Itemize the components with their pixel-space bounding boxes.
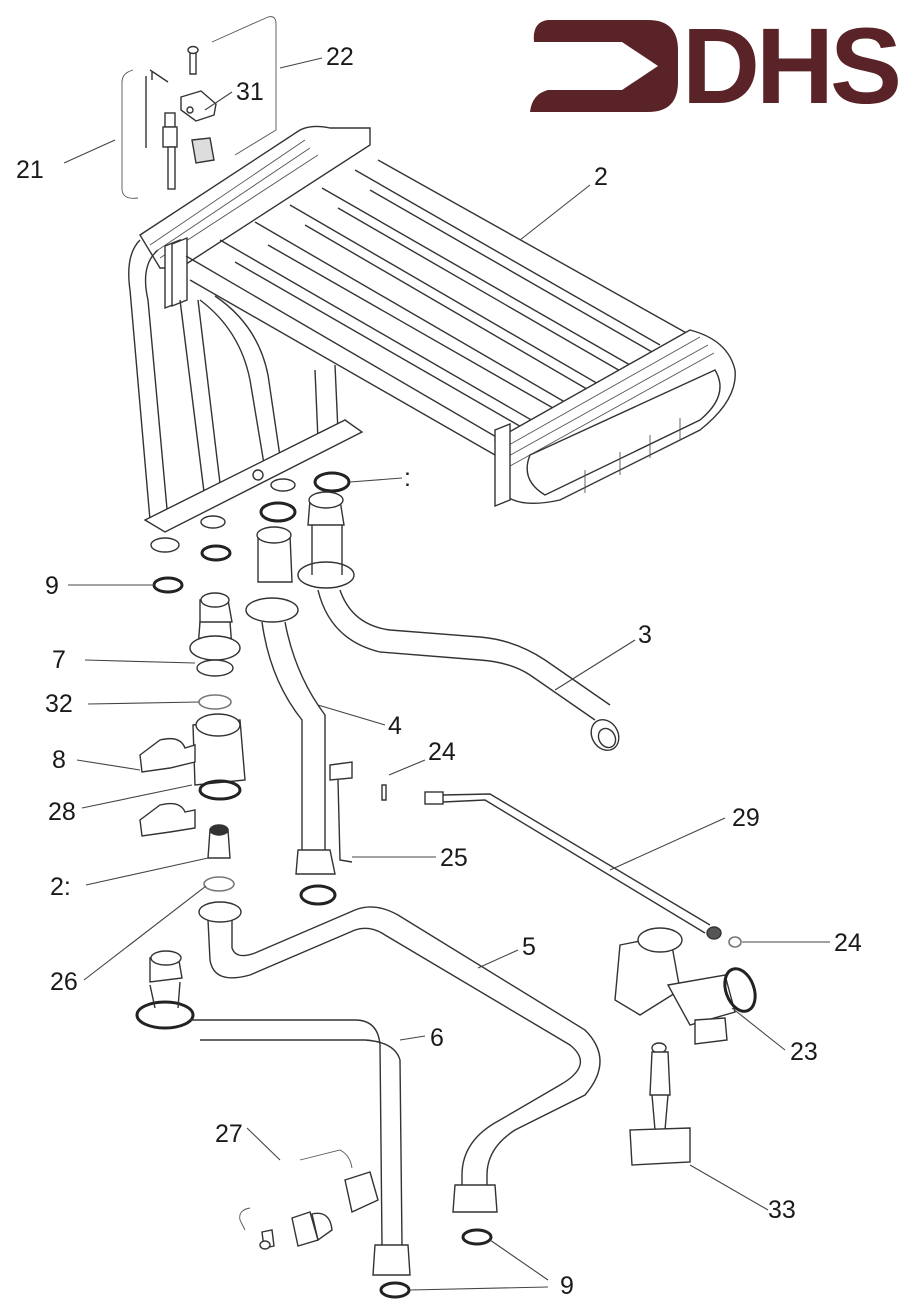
leader-5 — [477, 949, 519, 969]
callout-4: 4 — [388, 712, 402, 740]
brand-name: DHS — [682, 5, 902, 126]
leader-24a — [388, 759, 426, 776]
leader-lines — [63, 57, 830, 1291]
pipe-29 — [381, 784, 742, 948]
washer-icon — [461, 1228, 493, 1246]
callout-31: 31 — [236, 78, 264, 106]
callout-24-lower: 24 — [834, 929, 862, 957]
fixing-bracket-icon — [191, 137, 215, 164]
callout-28: 28 — [48, 798, 76, 826]
callout-9-lower: 9 — [560, 1272, 574, 1300]
leader-29 — [609, 817, 726, 871]
leader-9b — [409, 1239, 549, 1291]
callout-colon-top: : — [404, 464, 411, 492]
washer-icon — [200, 544, 232, 562]
washer-icon — [313, 471, 351, 493]
pipe-5 — [198, 901, 601, 1246]
washer-icon — [728, 936, 742, 948]
pipe-6 — [135, 950, 411, 1299]
pin-icon — [381, 784, 387, 801]
leader-6 — [399, 1035, 426, 1041]
clip-icon — [180, 90, 217, 122]
pipe-3 — [297, 491, 620, 752]
dhs-logo: DHS — [530, 12, 902, 120]
clip-icon — [139, 737, 196, 773]
leader-31 — [204, 91, 233, 111]
left-component-stack — [139, 592, 246, 892]
callout-23: 23 — [790, 1038, 818, 1066]
leader-22 — [279, 57, 323, 69]
leader-33 — [689, 1164, 769, 1211]
leader-21 — [63, 139, 116, 164]
callout-6: 6 — [430, 1024, 444, 1052]
callout-24-upper: 24 — [428, 738, 456, 766]
callout-33: 33 — [768, 1196, 796, 1224]
callout-7: 7 — [52, 646, 66, 674]
leader-28 — [81, 784, 193, 809]
pipe-4 — [245, 526, 353, 906]
part-33 — [629, 1042, 691, 1166]
callout-8: 8 — [52, 746, 66, 774]
leader-26 — [83, 885, 207, 981]
leader-32 — [87, 701, 200, 705]
washer-icon — [379, 1281, 411, 1299]
callout-21: 21 — [16, 156, 44, 184]
kit-bracket-21 — [121, 69, 139, 199]
screw-icon — [187, 45, 199, 75]
callout-22: 22 — [326, 43, 354, 71]
leader-colon-top — [349, 477, 403, 483]
o-ring-icon — [198, 694, 232, 710]
callout-32: 32 — [45, 690, 73, 718]
leader-3 — [554, 639, 636, 691]
leader-8 — [76, 759, 141, 771]
callout-26: 26 — [50, 968, 78, 996]
callout-25: 25 — [440, 844, 468, 872]
brand-arrow-icon — [530, 20, 678, 112]
o-ring-icon — [203, 876, 235, 892]
manifold-washers — [152, 471, 351, 594]
clip-icon — [139, 802, 196, 837]
callout-2: 2 — [594, 163, 608, 191]
callout-29: 29 — [732, 804, 760, 832]
callout-2-colon: 2: — [50, 873, 71, 901]
leader-7 — [84, 659, 196, 664]
thermostat-kit — [239, 1149, 379, 1250]
leader-27 — [246, 1127, 281, 1161]
callout-5: 5 — [522, 933, 536, 961]
electrode-wire — [145, 69, 169, 148]
callout-27: 27 — [215, 1120, 243, 1148]
callout-3: 3 — [638, 621, 652, 649]
callout-9-upper: 9 — [45, 572, 59, 600]
washer-icon — [299, 884, 337, 906]
washer-icon — [152, 576, 184, 594]
heat-exchanger — [128, 125, 736, 553]
heat-exchanger-tubes — [185, 159, 691, 456]
leader-2 — [519, 184, 591, 241]
washer-icon — [259, 501, 297, 523]
leader-23 — [731, 1007, 786, 1051]
kit-bracket-22 — [211, 16, 277, 156]
electrode-kit — [121, 16, 277, 199]
leader-4 — [317, 704, 386, 726]
valve-23 — [614, 927, 757, 1045]
leader-2colon — [85, 857, 209, 886]
ignition-electrode-icon — [162, 112, 178, 190]
kit-bracket-27 — [239, 1149, 353, 1231]
